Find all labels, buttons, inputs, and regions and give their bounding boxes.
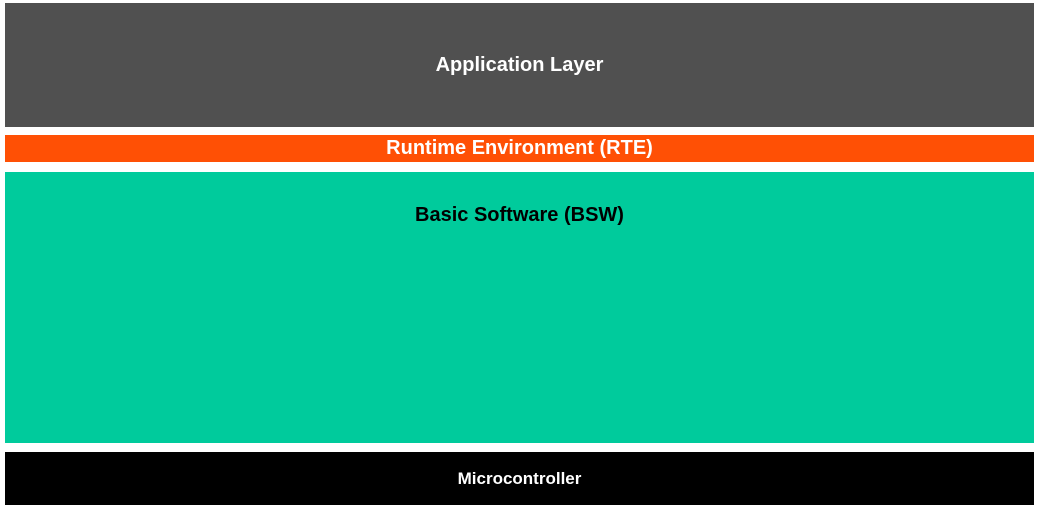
rte-layer-label: Runtime Environment (RTE)	[386, 137, 653, 159]
application-layer-label: Application Layer	[435, 53, 604, 76]
microcontroller-layer-block: Microcontroller	[5, 452, 1034, 505]
application-layer-block: Application Layer	[5, 3, 1034, 127]
bsw-layer-label: Basic Software (BSW)	[415, 204, 624, 226]
microcontroller-layer-label: Microcontroller	[457, 468, 582, 488]
bsw-layer-block: Basic Software (BSW)	[5, 172, 1034, 443]
rte-layer-block: Runtime Environment (RTE)	[5, 135, 1034, 162]
